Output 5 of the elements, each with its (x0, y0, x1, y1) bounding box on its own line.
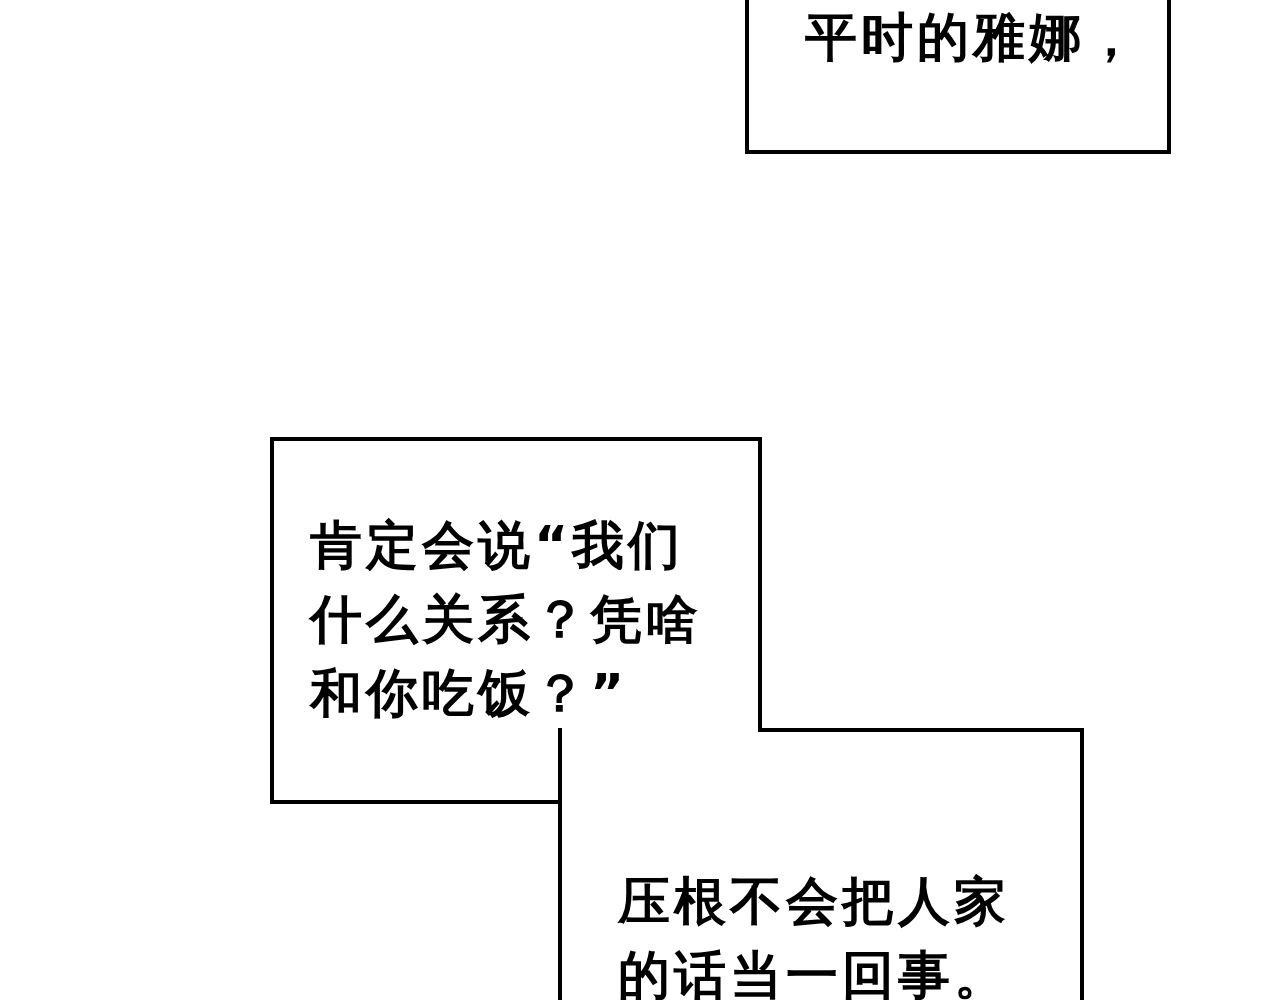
caption-text: 肯定会说“我们什么关系？凭啥和你吃饭？” (310, 514, 703, 725)
caption-box (745, 0, 1171, 154)
caption-box (270, 437, 762, 804)
caption-box (558, 728, 1084, 1000)
caption-text: 平时的雅娜， (805, 6, 1142, 69)
